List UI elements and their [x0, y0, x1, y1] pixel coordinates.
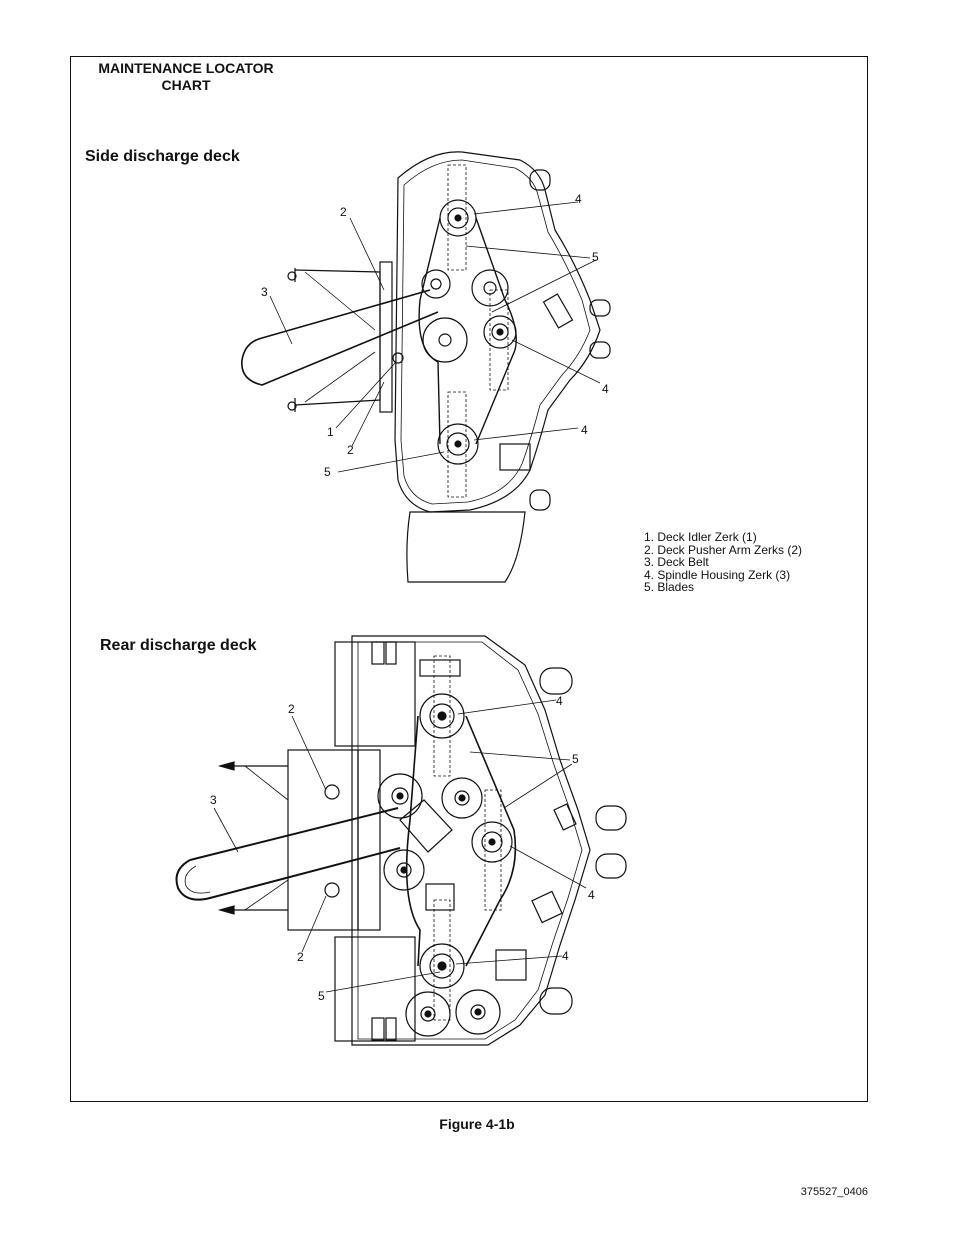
side-discharge-title: Side discharge deck: [85, 148, 240, 165]
side-callout: 5: [324, 465, 331, 479]
side-callout: 3: [261, 285, 268, 299]
rear-callout: 5: [318, 989, 325, 1003]
side-callout: 1: [327, 425, 334, 439]
side-callout: 4: [575, 192, 582, 206]
legend-item: 3. Deck Belt: [644, 555, 709, 569]
side-callout: 5: [592, 250, 599, 264]
side-callout: 4: [581, 423, 588, 437]
rear-callout: 2: [288, 702, 295, 716]
rear-deck-drawing: [175, 635, 627, 1046]
chart-frame: [70, 56, 868, 1102]
side-callout: 2: [347, 443, 354, 457]
parts-legend: 1. Deck Idler Zerk (1) 2. Deck Pusher Ar…: [644, 531, 802, 594]
rear-callout: 4: [562, 949, 569, 963]
rear-discharge-title: Rear discharge deck: [100, 637, 257, 654]
side-callout: 2: [340, 205, 347, 219]
legend-item: 1. Deck Idler Zerk (1): [644, 530, 757, 544]
rear-deck-callouts: 2 4 5 3 4 2 4 5: [210, 694, 595, 1003]
rear-callout: 5: [572, 752, 579, 766]
legend-item: 2. Deck Pusher Arm Zerks (2): [644, 542, 803, 557]
figure-caption: Figure 4-1b: [439, 1116, 515, 1132]
rear-callout: 2: [297, 950, 304, 964]
rear-callout: 4: [588, 888, 595, 902]
chart-title: MAINTENANCE LOCATOR CHART: [98, 60, 274, 93]
legend-item: 4. Spindle Housing Zerk (3): [644, 567, 791, 582]
document-number: 375527_0406: [800, 1186, 868, 1198]
rear-callout: 3: [210, 793, 217, 807]
rear-callout: 4: [556, 694, 563, 708]
legend-item: 5. Blades: [644, 580, 695, 594]
side-deck-drawing: [241, 151, 611, 583]
side-deck-callouts: 2 3 4 5 4 1 2 4 5: [261, 192, 609, 479]
side-callout: 4: [602, 382, 609, 396]
